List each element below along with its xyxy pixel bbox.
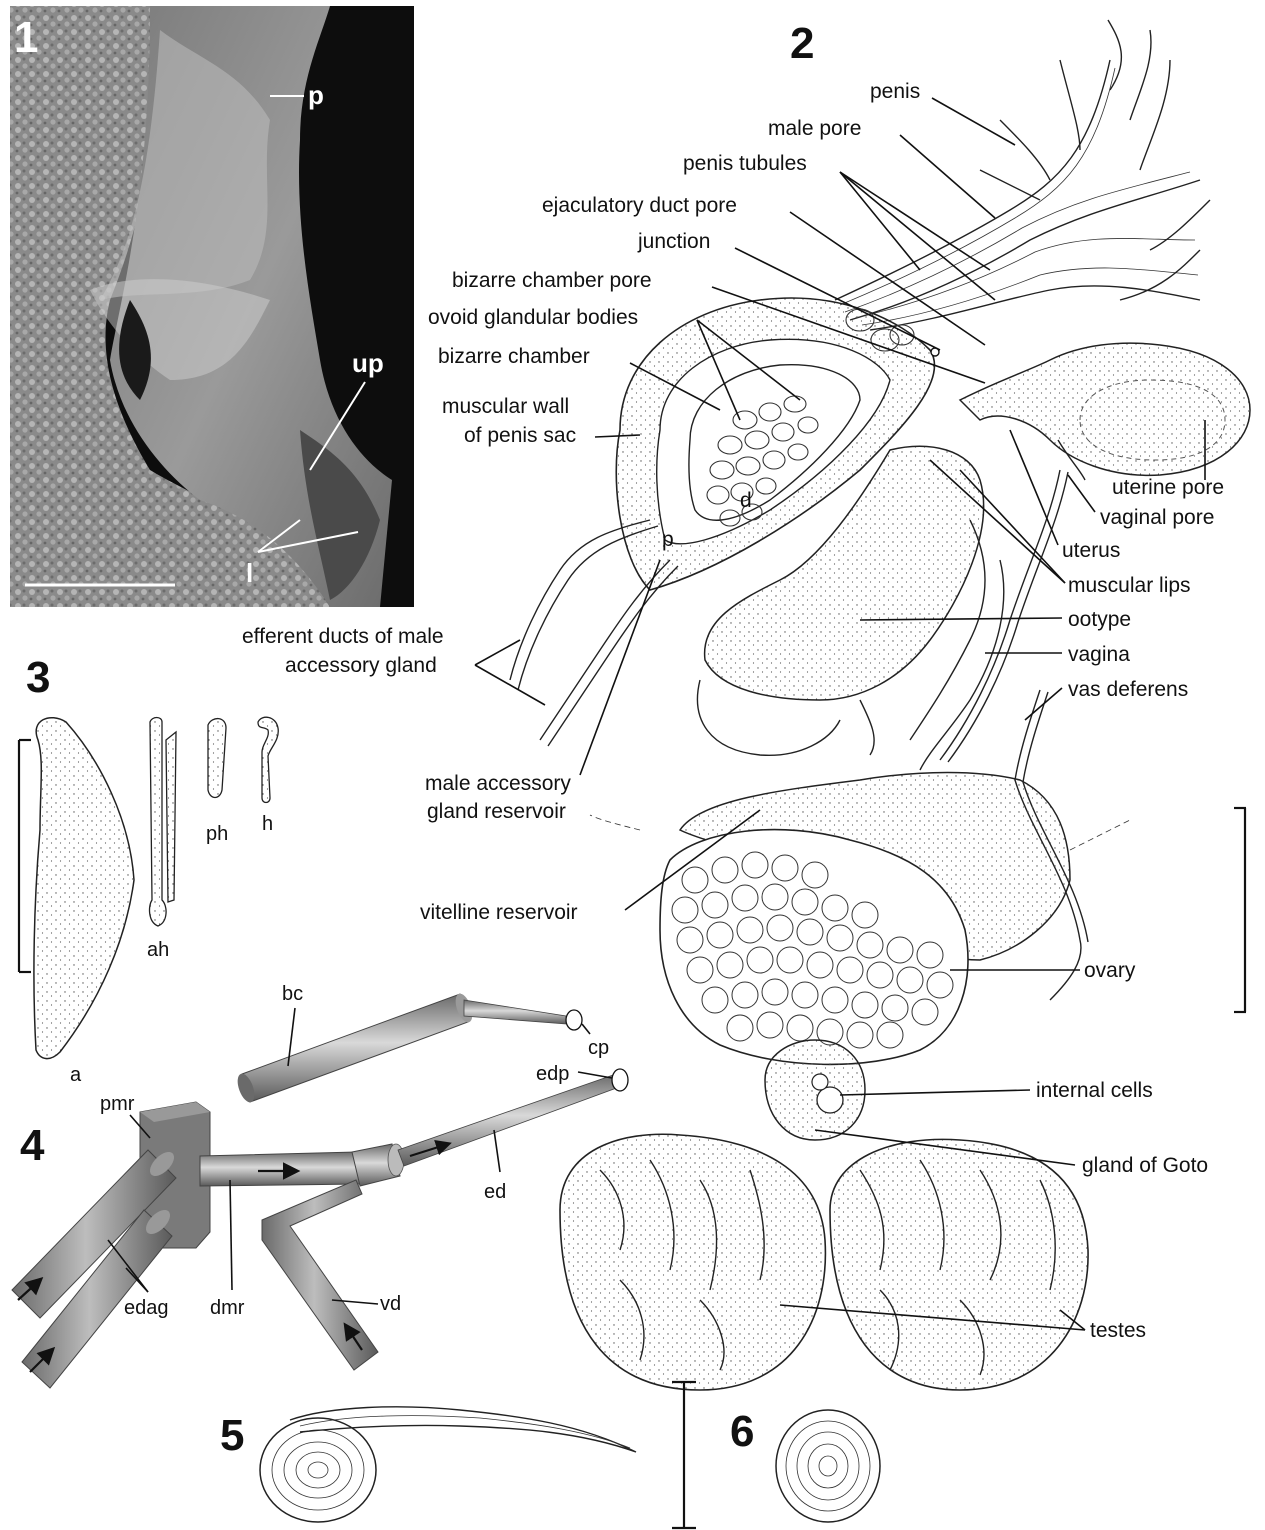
fig2-label-penis-tubules: penis tubules (683, 152, 807, 175)
fig3-anchor-a (34, 718, 134, 1059)
fig2-label-mag-reservoir-line2: gland reservoir (427, 800, 566, 823)
fig2-label-uterine-pore: uterine pore (1112, 476, 1224, 499)
fig3-hook-h (258, 717, 278, 802)
fig4-leader-cp (582, 1024, 590, 1034)
fig2-penis-bundle (835, 20, 1210, 330)
fig4-label-edp: edp (536, 1063, 569, 1085)
fig4-leader-dmr (230, 1180, 232, 1290)
fig4-vas-deferens-tube (262, 1180, 378, 1370)
fig3-label-h: h (262, 813, 273, 835)
fig2-label-vaginal-pore: vaginal pore (1100, 506, 1214, 529)
fig2-testes (560, 1134, 1088, 1390)
fig2-label-gland-of-goto: gland of Goto (1082, 1154, 1208, 1177)
fig4-label-bc: bc (282, 983, 303, 1005)
fig2-label-junction: junction (637, 230, 710, 253)
fig2-label-ejaculatory-duct-pore: ejaculatory duct pore (542, 194, 737, 217)
fig4-number: 4 (20, 1121, 45, 1170)
fig2-label-efferent-line1: efferent ducts of male (242, 625, 444, 648)
fig6-coiled-egg (776, 1410, 880, 1522)
fig3-hook-ph (208, 719, 226, 798)
fig2-label-male-pore: male pore (768, 117, 861, 140)
fig5-number: 5 (220, 1411, 244, 1460)
fig4-label-dmr: dmr (210, 1297, 245, 1319)
fig2-label-d: d (740, 489, 752, 512)
fig2-label-p: p (662, 528, 674, 551)
fig4-label-pmr: pmr (100, 1093, 135, 1115)
fig2-label-mag-reservoir-line1: male accessory (425, 772, 571, 795)
fig2-label-bizarre-chamber: bizarre chamber (438, 345, 590, 368)
fig3-label-a: a (70, 1064, 82, 1086)
fig5-coiled-egg (260, 1407, 636, 1522)
fig2-number: 2 (790, 19, 814, 68)
fig4-label-ed: ed (484, 1181, 506, 1203)
fig2-label-uterus: uterus (1062, 539, 1120, 562)
fig4-leader-ed (494, 1130, 500, 1172)
fig4-label-edag: edag (124, 1297, 169, 1319)
fig2-scale-bar (1234, 808, 1246, 1012)
fig1-sem-panel (10, 6, 414, 607)
fig3-label-ph: ph (206, 823, 228, 845)
fig2-label-internal-cells: internal cells (1036, 1079, 1153, 1102)
fig4-label-cp: cp (588, 1037, 609, 1059)
fig2-label-vas-deferens: vas deferens (1068, 678, 1188, 701)
fig2-label-muscular-wall-line1: muscular wall (442, 395, 569, 418)
fig4-efferent-ducts-tubes (12, 1148, 178, 1388)
fig3-number: 3 (26, 653, 50, 702)
fig3-label-ah: ah (147, 939, 169, 961)
fig1-label-l: l (246, 558, 253, 588)
fig2-label-efferent-line2: accessory gland (285, 654, 437, 677)
fig4-distal-male-reservoir-tube (200, 1152, 360, 1186)
fig5-6-scale-bar (672, 1382, 696, 1528)
fig2-label-ovary: ovary (1084, 959, 1136, 982)
fig3-accessory-hook-ah (150, 718, 176, 927)
fig2-label-penis: penis (870, 80, 920, 103)
fig2-gland-of-goto (765, 1040, 865, 1140)
fig2-label-vagina: vagina (1068, 643, 1130, 666)
fig2-label-vitelline-reservoir: vitelline reservoir (420, 901, 578, 924)
fig2-label-muscular-lips: muscular lips (1068, 574, 1191, 597)
fig2-label-ovoid-glandular-bodies: ovoid glandular bodies (428, 306, 638, 329)
fig2-label-testes: testes (1090, 1319, 1146, 1342)
fig6-number: 6 (730, 1407, 754, 1456)
fig4-leader-edp (578, 1072, 612, 1078)
fig4-bizarre-chamber-tube (234, 992, 582, 1105)
fig1-number: 1 (14, 13, 38, 62)
fig1-label-up: up (352, 348, 384, 378)
fig1-label-p: p (308, 80, 324, 110)
fig2-label-bizarre-chamber-pore: bizarre chamber pore (452, 269, 652, 292)
fig2-label-muscular-wall-line2: of penis sac (464, 424, 576, 447)
fig2-label-ootype: ootype (1068, 608, 1131, 631)
fig4-label-vd: vd (380, 1293, 401, 1315)
fig2-uterus-bulb (960, 343, 1250, 475)
fig3-scale-bar (19, 740, 31, 972)
